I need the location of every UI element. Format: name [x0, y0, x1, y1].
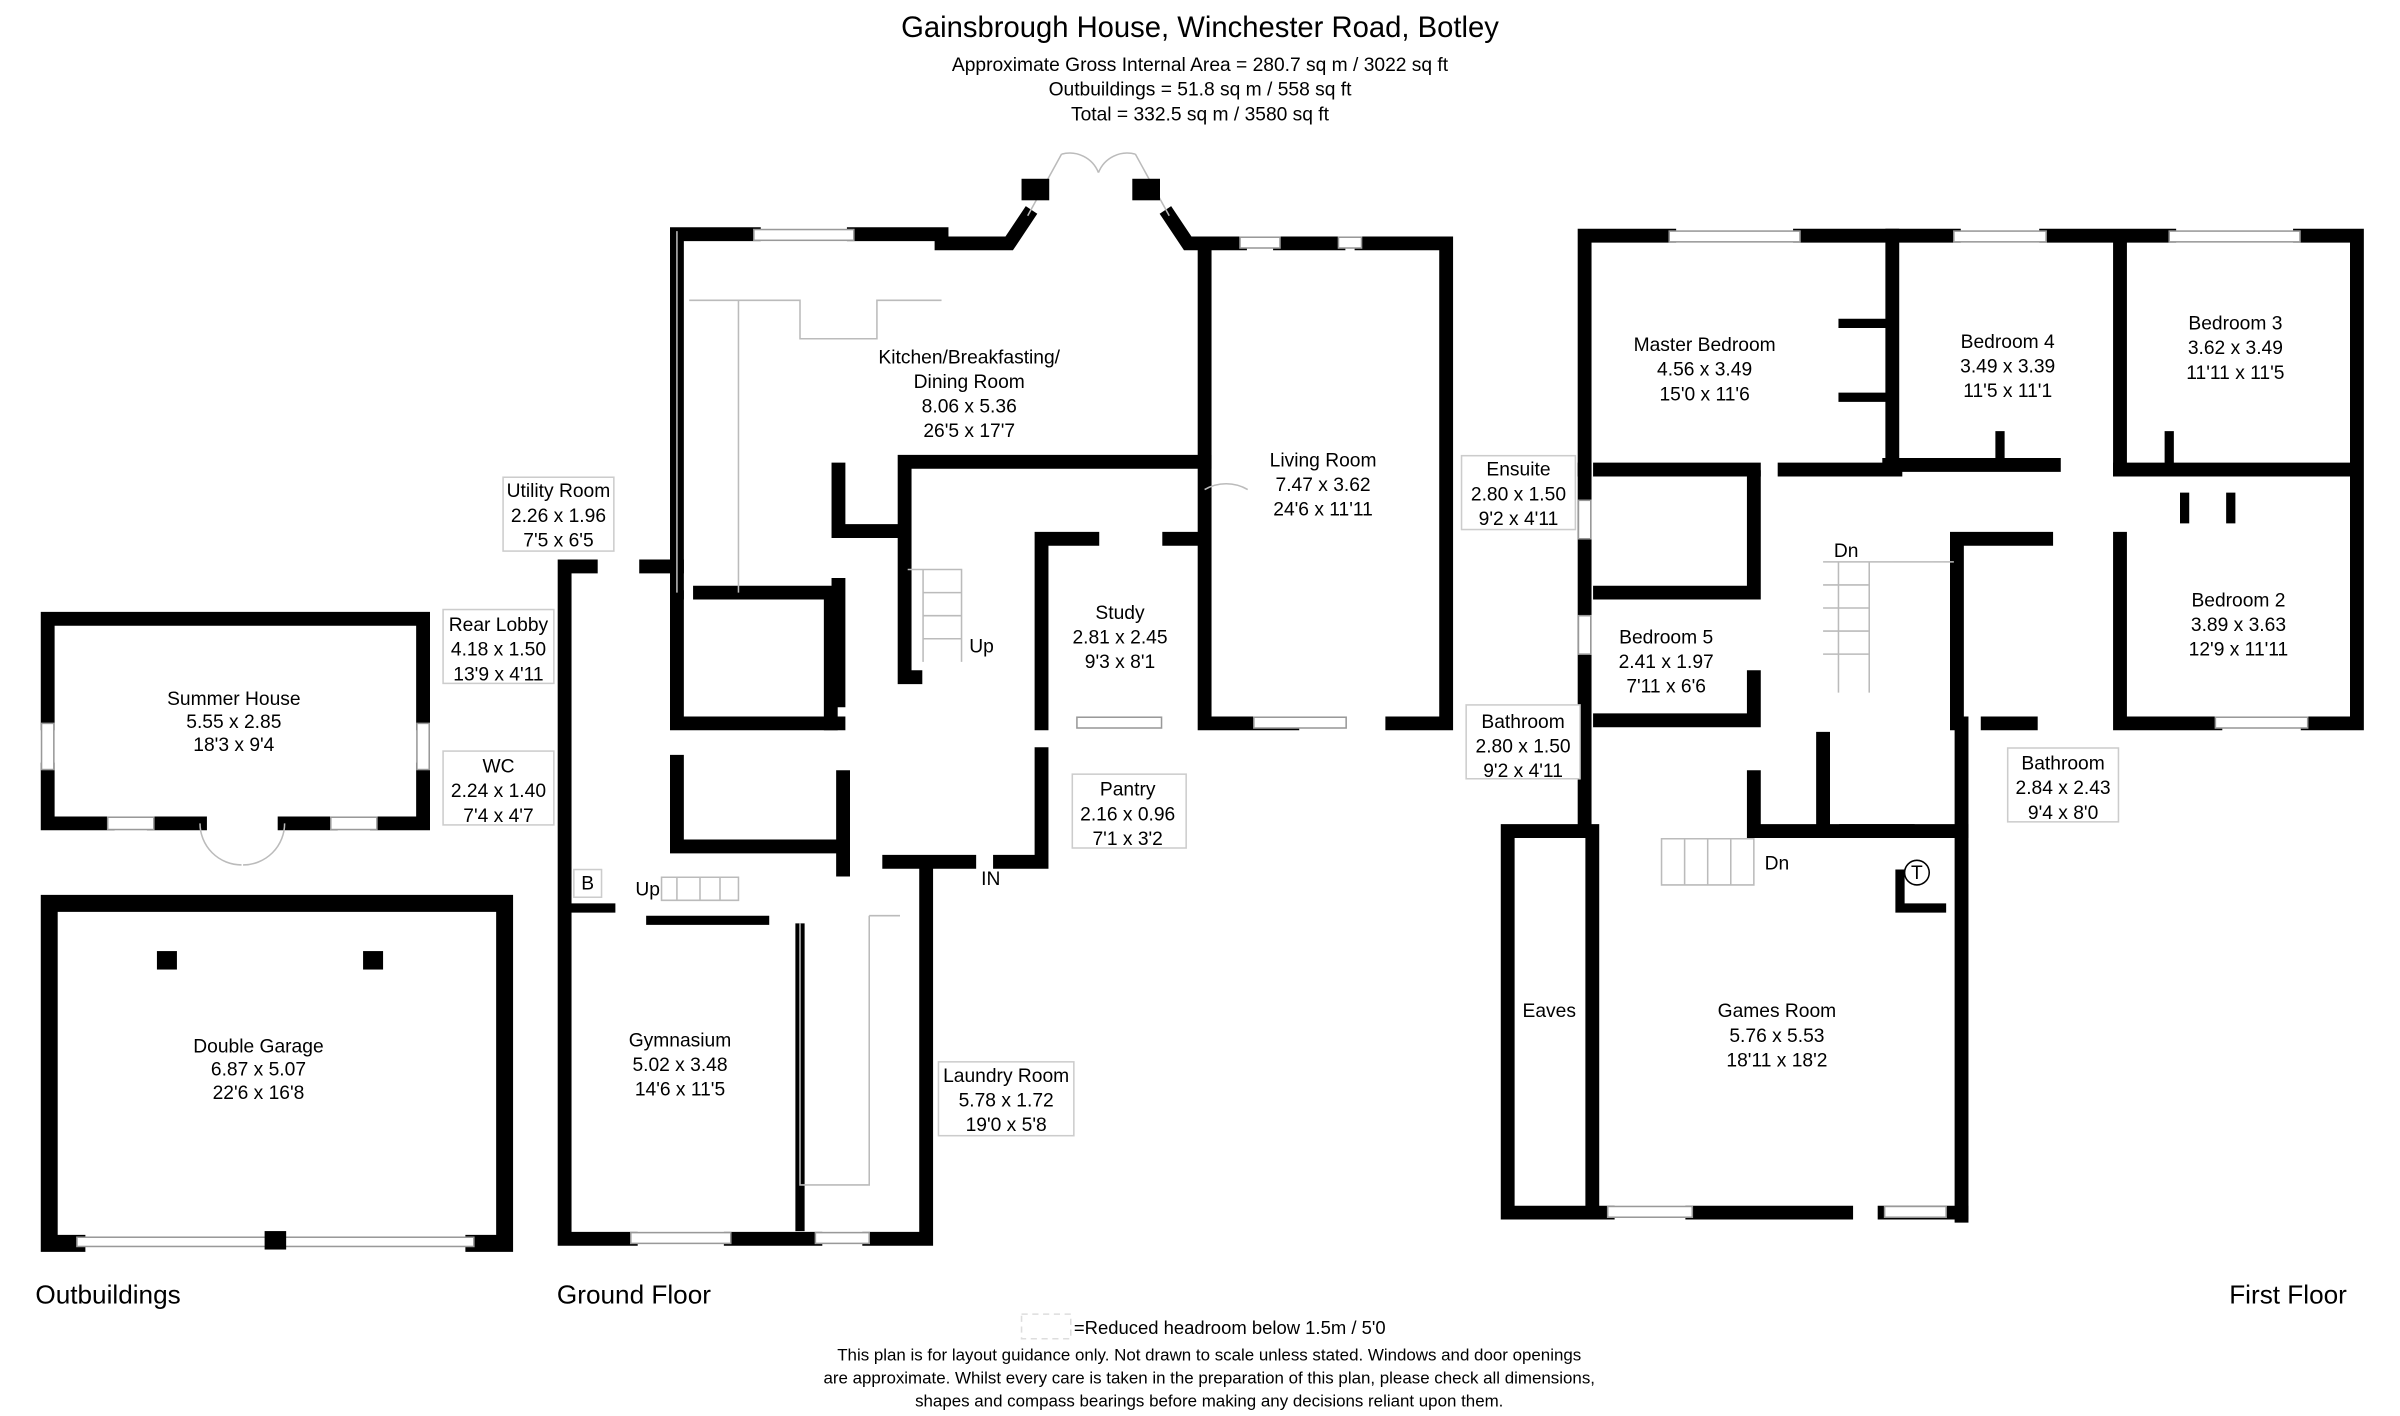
- study-metric: 2.81 x 2.45: [1072, 627, 1167, 648]
- bathroom2-name: Bathroom: [2021, 754, 2104, 775]
- master-imperial: 15'0 x 11'6: [1659, 384, 1749, 405]
- bedroom5-imperial: 7'11 x 6'6: [1626, 677, 1706, 698]
- study-imperial: 9'3 x 8'1: [1085, 652, 1155, 673]
- gymnasium-metric: 5.02 x 3.48: [632, 1055, 727, 1076]
- laundry-name: Laundry Room: [943, 1066, 1069, 1087]
- first-floor-walls: [1500, 228, 2364, 1223]
- games-metric: 5.76 x 5.53: [1729, 1026, 1824, 1047]
- pantry-name: Pantry: [1100, 780, 1156, 801]
- master-metric: 4.56 x 3.49: [1657, 360, 1752, 381]
- kitchen-metric: 8.06 x 5.36: [922, 397, 1017, 418]
- ground-floor-walls: [557, 152, 1454, 1246]
- bedroom2-imperial: 12'9 x 11'11: [2189, 640, 2289, 661]
- summer-house-imperial: 18'3 x 9'4: [193, 735, 274, 756]
- double-garage-name: Double Garage: [193, 1037, 323, 1058]
- double-garage-walls: [40, 894, 514, 1252]
- up-marker-2: Up: [635, 880, 660, 901]
- floor-label-first: First Floor: [2229, 1279, 2347, 1309]
- games-imperial: 18'11 x 18'2: [1726, 1050, 1827, 1071]
- rear-lobby-name: Rear Lobby: [449, 615, 549, 636]
- utility-name: Utility Room: [507, 481, 611, 502]
- bedroom4-name: Bedroom 4: [1961, 332, 2055, 353]
- bedroom4-metric: 3.49 x 3.39: [1960, 357, 2055, 378]
- disclaimer-line-3: shapes and compass bearings before makin…: [915, 1391, 1503, 1410]
- bedroom2-metric: 3.89 x 3.63: [2191, 615, 2286, 636]
- gymnasium-name: Gymnasium: [629, 1030, 732, 1051]
- living-imperial: 24'6 x 11'11: [1273, 500, 1373, 521]
- total-area: Total = 332.5 sq m / 3580 sq ft: [1071, 104, 1330, 125]
- summer-house-walls: [40, 611, 430, 866]
- laundry-metric: 5.78 x 1.72: [959, 1090, 1054, 1111]
- disclaimer-line-2: are approximate. Whilst every care is ta…: [823, 1368, 1595, 1387]
- gross-area: Approximate Gross Internal Area = 280.7 …: [952, 55, 1449, 76]
- bathroom1-name: Bathroom: [1481, 712, 1564, 733]
- reduced-headroom-swatch: [1020, 1313, 1072, 1340]
- utility-imperial: 7'5 x 6'5: [523, 530, 593, 551]
- games-name: Games Room: [1718, 1001, 1837, 1022]
- floor-label-ground: Ground Floor: [557, 1279, 711, 1309]
- wc-imperial: 7'4 x 4'7: [463, 806, 533, 827]
- tank-marker-circle: [1903, 859, 1931, 886]
- tank-marker: T: [1911, 863, 1923, 884]
- legend-text: =Reduced headroom below 1.5m / 5'0: [1074, 1317, 1386, 1338]
- bathroom1-imperial: 9'2 x 4'11: [1483, 761, 1563, 782]
- wc-name: WC: [482, 757, 514, 778]
- pantry-imperial: 7'1 x 3'2: [1092, 829, 1162, 850]
- pantry-metric: 2.16 x 0.96: [1080, 804, 1175, 825]
- outbuildings-area: Outbuildings = 51.8 sq m / 558 sq ft: [1049, 80, 1353, 101]
- plan-title: Gainsbrough House, Winchester Road, Botl…: [901, 12, 1499, 44]
- bathroom2-metric: 2.84 x 2.43: [2016, 778, 2111, 799]
- laundry-imperial: 19'0 x 5'8: [966, 1115, 1047, 1136]
- boiler-box: [573, 868, 603, 898]
- bedroom3-name: Bedroom 3: [2188, 314, 2282, 335]
- up-marker-1: Up: [969, 637, 994, 658]
- in-marker: IN: [981, 869, 1000, 890]
- living-metric: 7.47 x 3.62: [1276, 475, 1371, 496]
- boiler-marker: B: [581, 874, 594, 895]
- eaves-name: Eaves: [1523, 1001, 1576, 1022]
- summer-house-metric: 5.55 x 2.85: [186, 712, 281, 733]
- bedroom4-imperial: 11'5 x 11'1: [1963, 381, 2052, 402]
- bathroom1-metric: 2.80 x 1.50: [1476, 737, 1571, 758]
- bedroom2-name: Bedroom 2: [2191, 590, 2285, 611]
- bedroom5-name: Bedroom 5: [1619, 627, 1713, 648]
- bathroom2-imperial: 9'4 x 8'0: [2028, 803, 2098, 824]
- utility-metric: 2.26 x 1.96: [511, 506, 606, 527]
- summer-house-name: Summer House: [167, 689, 301, 710]
- kitchen-name-2: Dining Room: [914, 372, 1025, 393]
- ensuite-metric: 2.80 x 1.50: [1471, 484, 1566, 505]
- kitchen-imperial: 26'5 x 17'7: [923, 421, 1015, 442]
- dn-marker-1: Dn: [1834, 541, 1859, 562]
- master-name: Master Bedroom: [1634, 335, 1776, 356]
- living-name: Living Room: [1270, 450, 1377, 471]
- ensuite-imperial: 9'2 x 4'11: [1479, 509, 1559, 530]
- ensuite-name: Ensuite: [1486, 460, 1550, 481]
- gymnasium-imperial: 14'6 x 11'5: [635, 1080, 725, 1101]
- kitchen-name-1: Kitchen/Breakfasting/: [878, 347, 1060, 368]
- study-name: Study: [1095, 603, 1145, 624]
- double-garage-imperial: 22'6 x 16'8: [213, 1083, 305, 1104]
- double-garage-metric: 6.87 x 5.07: [211, 1060, 306, 1081]
- disclaimer-line-1: This plan is for layout guidance only. N…: [837, 1345, 1581, 1364]
- floor-label-outbuildings: Outbuildings: [35, 1279, 180, 1309]
- bedroom3-imperial: 11'11 x 11'5: [2186, 363, 2284, 384]
- wc-metric: 2.24 x 1.40: [451, 781, 546, 802]
- rear-lobby-metric: 4.18 x 1.50: [451, 640, 546, 661]
- dn-marker-2: Dn: [1765, 854, 1790, 875]
- bedroom5-metric: 2.41 x 1.97: [1619, 652, 1714, 673]
- bedroom3-metric: 3.62 x 3.49: [2188, 338, 2283, 359]
- rear-lobby-imperial: 13'9 x 4'11: [453, 664, 543, 685]
